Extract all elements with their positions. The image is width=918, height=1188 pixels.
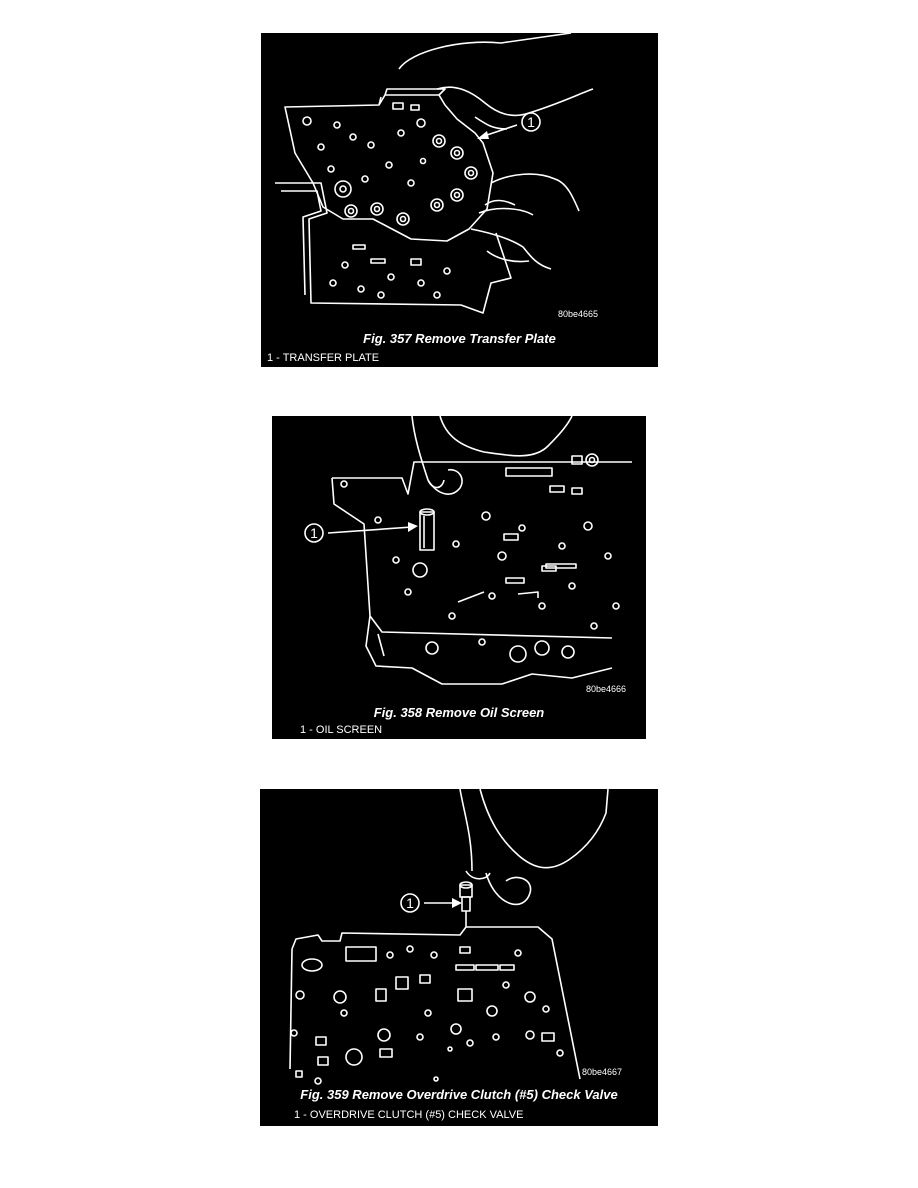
figure-legend: 1 - TRANSFER PLATE (267, 352, 380, 364)
callout-number: 1 (406, 895, 414, 911)
transfer-plate-illustration: 1 (275, 33, 594, 314)
figure-check-valve: 1 80be4667 Fig. 359 Remove Overdrive Clu… (260, 789, 658, 1126)
figure-transfer-plate: 1 80be4665 Fig. 357 Remove Transfer Plat… (261, 33, 658, 367)
callout-circle (400, 893, 420, 913)
oil-screen-illustration: 1 (304, 416, 632, 685)
figure-code: 80be4666 (586, 684, 627, 694)
figure-caption: Fig. 358 Remove Oil Screen (373, 705, 545, 720)
figure-caption: Fig. 357 Remove Transfer Plate (363, 331, 556, 346)
callout-number: 1 (527, 114, 535, 130)
check-valve-illustration: 1 (289, 789, 609, 1085)
figure-legend: 1 - OVERDRIVE CLUTCH (#5) CHECK VALVE (294, 1109, 524, 1121)
callout-number: 1 (310, 525, 318, 541)
figure-oil-screen: 1 80be4666 Fig. 358 Remove Oil Screen 1 … (272, 416, 646, 739)
figure-code: 80be4665 (558, 309, 599, 319)
callout-circle (521, 112, 541, 132)
figure-code: 80be4667 (582, 1067, 623, 1077)
figure-caption: Fig. 359 Remove Overdrive Clutch (#5) Ch… (300, 1087, 618, 1102)
figure-legend: 1 - OIL SCREEN (300, 724, 383, 736)
callout-circle (304, 523, 324, 543)
